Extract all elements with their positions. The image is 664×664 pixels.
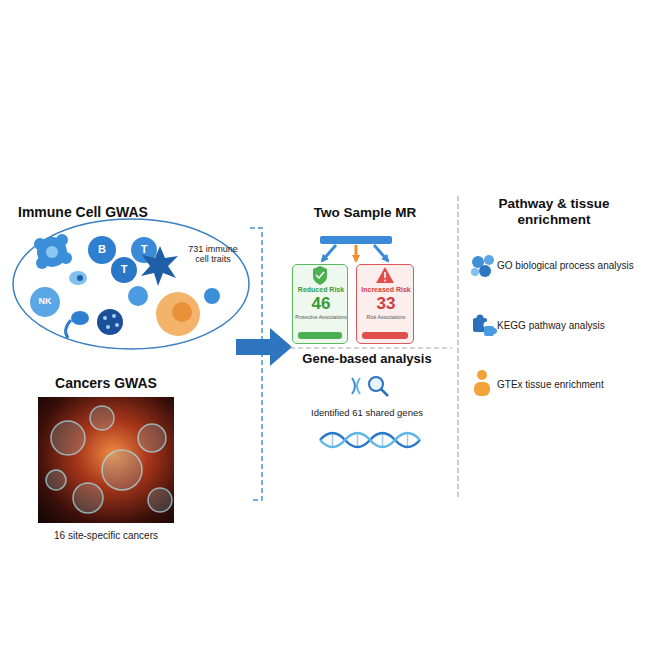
flow-arrow <box>236 328 292 366</box>
section-heading: Two Sample MR <box>290 205 440 221</box>
section-heading: Gene-based analysis <box>288 352 446 367</box>
dividers <box>290 347 452 348</box>
gtex-icon <box>474 370 490 396</box>
cancer-photo <box>90 406 114 430</box>
card-icons <box>313 266 327 285</box>
dna-search-icon <box>357 378 360 394</box>
immune-cells <box>30 287 60 317</box>
cancer-count: 16 site-specific cancers <box>18 530 194 542</box>
dna-helix <box>332 434 334 446</box>
group-heading: Immune Cell GWAS <box>18 204 218 220</box>
analysis-item: GTEx tissue enrichment <box>497 379 662 391</box>
card-number: 46 <box>293 294 349 314</box>
kegg-icon <box>473 315 497 337</box>
immune-cells <box>106 325 110 329</box>
bracket <box>250 228 262 500</box>
card-icons <box>316 272 324 278</box>
immune-cells <box>204 288 220 304</box>
dividers <box>290 196 458 500</box>
card-icons <box>384 280 386 282</box>
section-heading: Pathway & tissue enrichment <box>470 196 638 227</box>
immune-cells <box>111 257 137 283</box>
immune-cells <box>36 257 48 269</box>
immune-cells <box>97 309 123 335</box>
immune-cells <box>172 302 192 322</box>
cancer-photo <box>46 406 172 513</box>
gtex-icon <box>477 370 487 380</box>
mr-arrows <box>320 236 392 261</box>
immune-cells <box>88 236 116 264</box>
card-heading: Reduced Risk <box>293 286 349 294</box>
cancer-photo <box>148 488 172 512</box>
immune-cells <box>66 320 71 338</box>
cancer-photo <box>38 397 174 523</box>
immune-cells <box>77 275 83 281</box>
card-icons <box>298 266 408 339</box>
cancer-photo <box>38 397 174 523</box>
immune-cells <box>46 246 58 258</box>
dna-helix <box>320 433 420 447</box>
trait-count: 731 immune cell traits <box>184 244 242 265</box>
go-icon <box>484 255 494 265</box>
dna-search-icon <box>352 377 388 396</box>
mr-arrows <box>374 245 388 261</box>
card-icons <box>384 272 386 278</box>
immune-cells <box>112 314 116 318</box>
card-note: Risk Associations <box>359 315 413 321</box>
immune-cells <box>115 323 119 327</box>
immune-cells <box>34 238 46 250</box>
immune-cells <box>71 311 89 325</box>
dna-search-icon <box>381 389 388 396</box>
immune-cells <box>56 234 68 246</box>
bracket <box>250 228 262 500</box>
kegg-icon <box>477 315 484 322</box>
cancer-photo <box>51 421 85 455</box>
dna-helix <box>320 433 420 447</box>
flow-arrow <box>236 328 292 366</box>
gtex-icon <box>474 382 490 396</box>
card-note: Protective Associations <box>295 315 347 321</box>
cell-letter: NK <box>33 296 57 306</box>
dna-helix <box>357 434 359 446</box>
analysis-item: GO biological process analysis <box>497 260 662 272</box>
go-icon <box>471 268 479 276</box>
immune-cells <box>30 234 220 338</box>
go-icon <box>479 265 491 277</box>
mr-arrows <box>355 245 358 261</box>
card-number: 33 <box>357 294 415 314</box>
cell-letter: T <box>114 263 134 276</box>
card-icons <box>376 267 394 283</box>
gene-count: Identified 61 shared genes <box>292 408 442 419</box>
cancer-photo <box>138 424 166 452</box>
dividers <box>457 196 458 500</box>
immune-cells <box>103 316 107 320</box>
mr-arrows <box>320 236 392 244</box>
dna-search-icon <box>369 377 383 391</box>
immune-cells <box>69 271 87 285</box>
immune-cells <box>60 252 72 264</box>
cell-letter: B <box>92 243 112 256</box>
mr-arrows <box>322 245 336 261</box>
dna-helix <box>407 434 409 446</box>
card-icons <box>298 332 342 339</box>
card-heading: Increased Risk <box>357 286 415 294</box>
dna-helix <box>382 434 384 446</box>
cancer-photo <box>73 483 103 513</box>
dna-search-icon <box>352 378 355 394</box>
immune-cells <box>128 286 148 306</box>
cell-letter: T <box>134 243 154 256</box>
immune-cells <box>156 292 200 336</box>
dna-helix <box>320 433 420 447</box>
cancer-photo <box>46 470 66 490</box>
go-icon <box>471 255 494 277</box>
ellipse-outline <box>13 219 249 349</box>
card-icons <box>362 332 408 339</box>
analysis-item: KEGG pathway analysis <box>497 320 662 332</box>
group-heading: Cancers GWAS <box>18 375 194 391</box>
cancer-photo <box>102 450 142 490</box>
kegg-icon <box>491 328 497 334</box>
